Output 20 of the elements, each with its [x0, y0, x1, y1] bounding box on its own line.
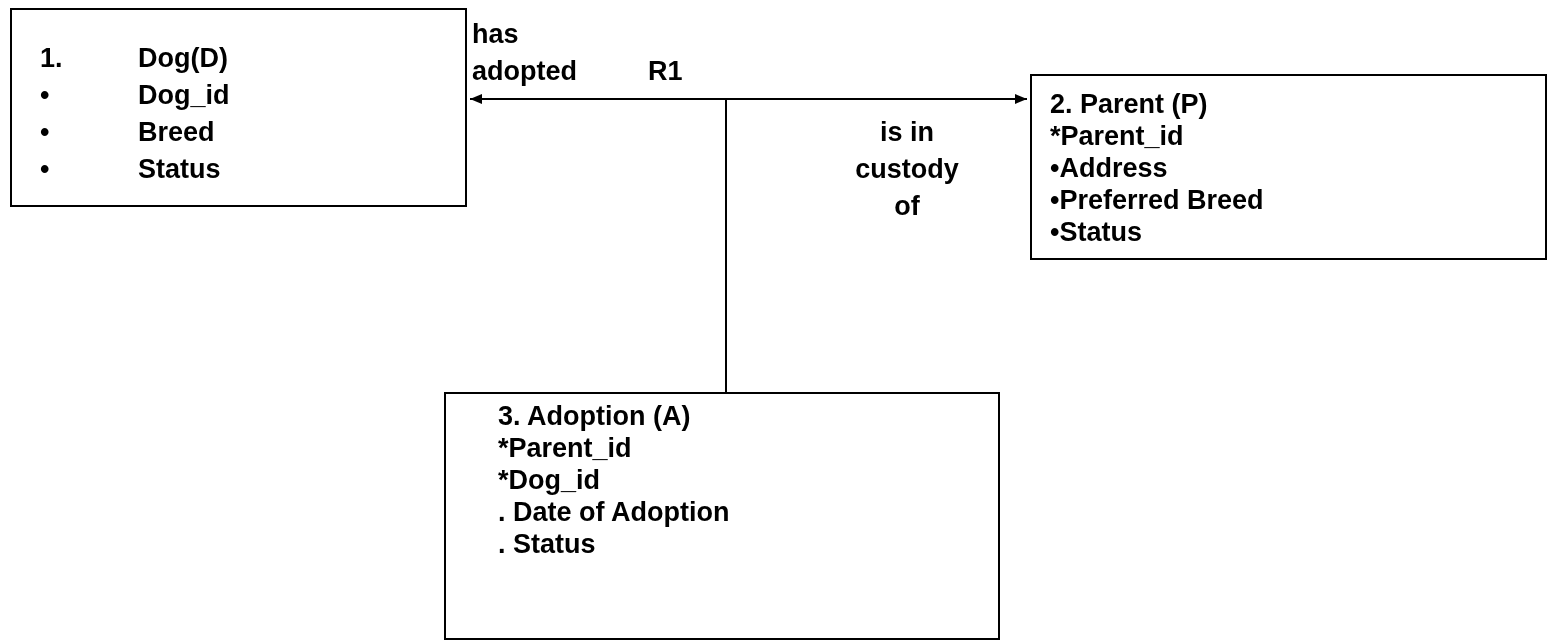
attribute-text: *Parent_id	[1050, 120, 1184, 152]
entity-title: 2. Parent (P)	[1050, 88, 1208, 120]
attribute-text: • Status	[40, 153, 221, 186]
entity-box	[444, 392, 1000, 640]
attribute-text: • Dog_id	[40, 79, 230, 112]
edge-label: has adopted	[472, 18, 578, 88]
relationship-label: R1	[648, 55, 683, 88]
attribute-text: *Parent_id	[498, 432, 632, 464]
attribute-text: • Breed	[40, 116, 215, 149]
attribute-text: . Date of Adoption	[498, 496, 730, 528]
entity-box	[10, 8, 467, 207]
attribute-text: •Address	[1050, 152, 1168, 184]
entity-box	[1030, 74, 1547, 260]
attribute-text: •Preferred Breed	[1050, 184, 1264, 216]
attribute-text: . Status	[498, 528, 596, 560]
entity-title: 3. Adoption (A)	[498, 400, 691, 432]
edge-label: is in custody of	[854, 116, 960, 223]
entity-title: 1. Dog(D)	[40, 42, 228, 75]
attribute-text: *Dog_id	[498, 464, 600, 496]
attribute-text: •Status	[1050, 216, 1142, 248]
